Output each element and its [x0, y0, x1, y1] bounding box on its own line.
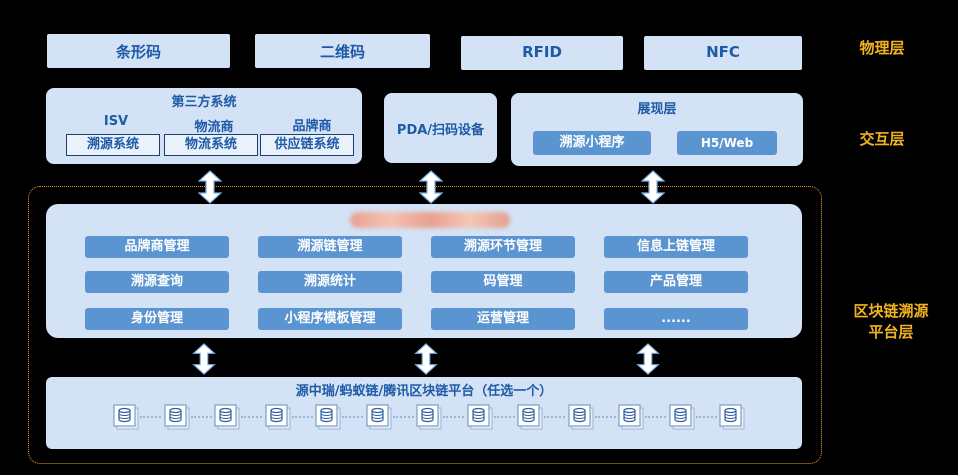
- database-icon: [718, 403, 746, 431]
- chain-link: [342, 416, 363, 418]
- double-arrow-icon: [192, 343, 216, 375]
- module-pill: 信息上链管理: [604, 236, 748, 258]
- h5-web-pill: H5/Web: [677, 131, 777, 155]
- double-arrow-icon: [641, 170, 665, 204]
- platform-layer-label-line2: 平台层: [868, 323, 914, 341]
- chain-link: [645, 416, 666, 418]
- database-icon: [163, 403, 191, 431]
- trace-system-box: 溯源系统: [66, 134, 160, 156]
- isv-label: ISV: [103, 114, 129, 129]
- database-icon: [314, 403, 342, 431]
- chain-link: [191, 416, 212, 418]
- barcode-label: 条形码: [115, 43, 161, 61]
- database-icon: [617, 403, 645, 431]
- chain-link: [696, 416, 717, 418]
- third-party-title: 第三方系统: [171, 95, 237, 110]
- display-layer-box: 展现层 溯源小程序 H5/Web: [511, 93, 803, 166]
- database-icon: [112, 403, 140, 431]
- double-arrow-icon: [636, 343, 660, 375]
- module-pill: 码管理: [431, 271, 575, 293]
- logistics-label: 物流商: [194, 120, 234, 135]
- platform-frame: [28, 186, 822, 464]
- module-pill: 品牌商管理: [85, 236, 229, 258]
- qrcode-label: 二维码: [319, 43, 365, 61]
- double-arrow-icon: [198, 170, 222, 204]
- database-icon: [516, 403, 544, 431]
- display-layer-title: 展现层: [637, 102, 677, 117]
- chain-link: [140, 416, 161, 418]
- database-icon: [466, 403, 494, 431]
- logistics-system-box: 物流系统: [164, 134, 258, 156]
- supply-chain-system-box: 供应链系统: [260, 134, 354, 156]
- chain-link: [443, 416, 464, 418]
- database-icon: [213, 403, 241, 431]
- database-icon: [668, 403, 696, 431]
- module-pill: 溯源统计: [258, 271, 402, 293]
- mini-program-pill: 溯源小程序: [533, 131, 651, 155]
- pda-box: PDA/扫码设备: [384, 93, 497, 163]
- rfid-label: RFID: [522, 43, 562, 61]
- nfc-label: NFC: [706, 43, 740, 61]
- module-pill: 溯源链管理: [258, 236, 402, 258]
- physical-layer-label: 物理层: [859, 39, 905, 57]
- module-pill: 运营管理: [431, 308, 575, 330]
- chain-link: [544, 416, 565, 418]
- chain-link: [241, 416, 262, 418]
- chain-link: [595, 416, 616, 418]
- nfc-box: NFC: [644, 36, 802, 70]
- database-icon: [365, 403, 393, 431]
- module-pill: 身份管理: [85, 308, 229, 330]
- third-party-box: 第三方系统 ISV 物流商 品牌商 溯源系统 物流系统 供应链系统: [46, 88, 362, 164]
- barcode-box: 条形码: [47, 34, 230, 68]
- database-icon: [415, 403, 443, 431]
- chain-link: [494, 416, 515, 418]
- rfid-box: RFID: [461, 36, 623, 70]
- interaction-layer-label: 交互层: [859, 130, 905, 148]
- module-pill: 溯源查询: [85, 271, 229, 293]
- module-pill: 产品管理: [604, 271, 748, 293]
- pda-label: PDA/扫码设备: [396, 123, 485, 138]
- module-pill: ......: [604, 308, 748, 330]
- double-arrow-icon: [414, 343, 438, 375]
- double-arrow-icon: [419, 170, 443, 204]
- database-icon: [264, 403, 292, 431]
- module-pill: 溯源环节管理: [431, 236, 575, 258]
- platform-layer-label-line1: 区块链溯源: [853, 302, 929, 320]
- brand-label: 品牌商: [292, 119, 332, 134]
- blurred-title: [350, 212, 510, 228]
- database-icon: [567, 403, 595, 431]
- blockchain-title: 源中瑞/蚂蚁链/腾讯区块链平台（任选一个）: [295, 384, 553, 399]
- chain-link: [292, 416, 313, 418]
- chain-link: [393, 416, 414, 418]
- module-pill: 小程序模板管理: [258, 308, 402, 330]
- qrcode-box: 二维码: [255, 34, 430, 68]
